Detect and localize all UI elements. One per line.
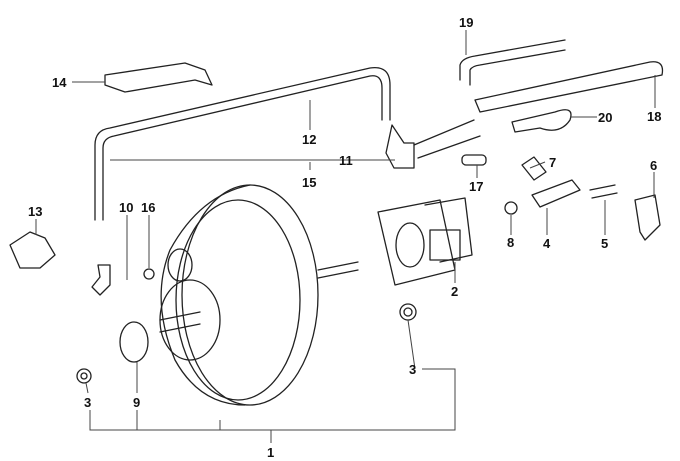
label-18: 18 (647, 109, 661, 124)
leader-lines (35, 30, 656, 443)
hoses (459, 39, 664, 166)
label-1: 1 (267, 445, 274, 460)
label-6: 6 (650, 158, 657, 173)
label-9: 9 (133, 395, 140, 410)
label-14: 14 (52, 75, 67, 90)
label-10: 10 (119, 200, 133, 215)
label-3-left: 3 (84, 395, 91, 410)
label-8: 8 (507, 235, 514, 250)
flange-seal (377, 197, 473, 286)
label-3-right: 3 (409, 362, 416, 377)
clip-13 (9, 231, 56, 269)
label-4: 4 (543, 236, 551, 251)
label-13: 13 (28, 204, 42, 219)
brake-booster (159, 184, 359, 406)
label-16: 16 (141, 200, 155, 215)
part-number-labels: 19 14 18 20 12 11 15 7 6 17 13 10 16 8 4… (28, 15, 661, 460)
label-17: 17 (469, 179, 483, 194)
label-19: 19 (459, 15, 473, 30)
vacuum-hose (91, 66, 481, 296)
label-7: 7 (549, 155, 556, 170)
label-20: 20 (598, 110, 612, 125)
label-12: 12 (302, 132, 316, 147)
bracket-14 (104, 62, 213, 93)
label-5: 5 (601, 236, 608, 251)
nuts (76, 201, 518, 384)
label-2: 2 (451, 284, 458, 299)
label-15: 15 (302, 175, 316, 190)
label-11: 11 (339, 153, 353, 168)
valve-parts (521, 156, 661, 241)
